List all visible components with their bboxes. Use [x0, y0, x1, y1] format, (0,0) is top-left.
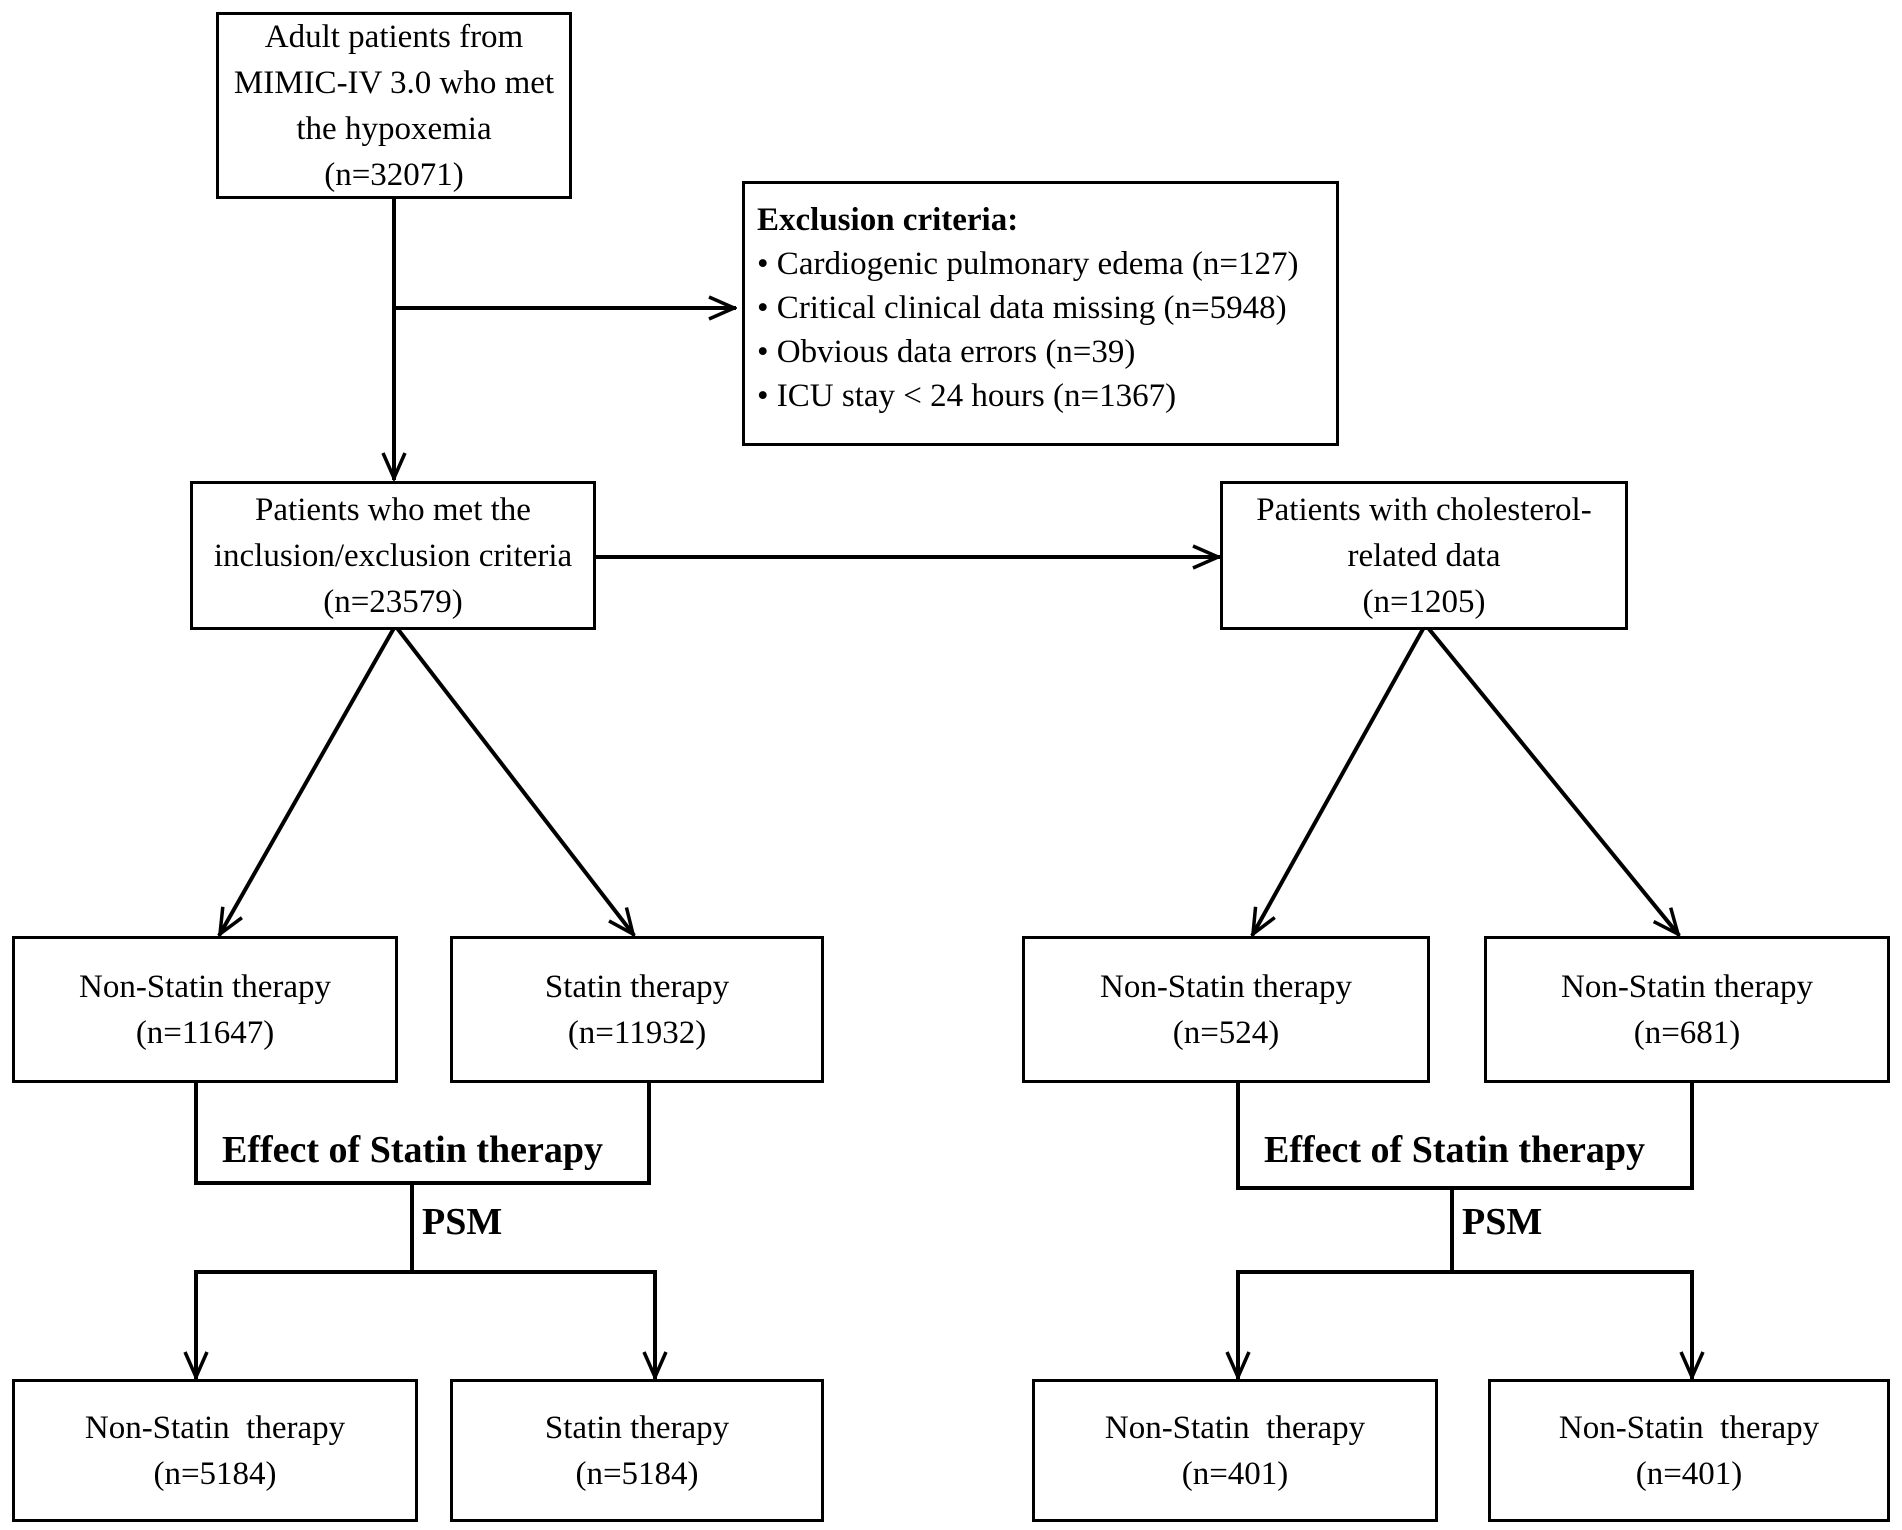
right-effect-label: Effect of Statin therapy — [1264, 1129, 1645, 1171]
box-count: (n=5184) — [153, 1455, 277, 1492]
exclusion-heading: Exclusion criteria: — [757, 202, 1019, 238]
source-line-3: the hypoxemia — [296, 110, 492, 147]
source-population-box: Adult patients from MIMIC-IV 3.0 who met… — [216, 12, 572, 199]
box-count: (n=5184) — [575, 1455, 699, 1492]
left-psm-non-statin-box: Non-Statin therapy (n=5184) — [12, 1379, 418, 1522]
left-statin-box: Statin therapy (n=11932) — [450, 936, 824, 1083]
source-line-2: MIMIC-IV 3.0 who met — [233, 64, 555, 101]
box-count: (n=681) — [1633, 1014, 1741, 1051]
exclusion-item: • ICU stay < 24 hours (n=1367) — [757, 378, 1177, 414]
included-to-non-statin-arrow — [217, 625, 397, 934]
right-psm-non-statin-a-box: Non-Statin therapy (n=401) — [1032, 1379, 1438, 1522]
cholesterol-line-1: Patients with cholesterol- — [1256, 491, 1592, 528]
included-line-2: inclusion/exclusion criteria — [213, 537, 573, 574]
cholesterol-to-non-statin-b-arrow — [1426, 626, 1681, 934]
box-label: Non-Statin therapy — [84, 1409, 346, 1446]
exclusion-item: • Cardiogenic pulmonary edema (n=127) — [757, 246, 1299, 282]
box-label: Non-Statin therapy — [1104, 1409, 1366, 1446]
box-label: Non-Statin therapy — [1099, 968, 1353, 1005]
left-non-statin-box: Non-Statin therapy (n=11647) — [12, 936, 398, 1083]
exclusion-criteria-box: Exclusion criteria: • Cardiogenic pulmon… — [742, 181, 1339, 446]
left-psm-label: PSM — [422, 1201, 503, 1243]
box-label: Non-Statin therapy — [1560, 968, 1814, 1005]
included-patients-box: Patients who met the inclusion/exclusion… — [190, 481, 596, 630]
box-count: (n=401) — [1635, 1455, 1743, 1492]
left-psm-statin-box: Statin therapy (n=5184) — [450, 1379, 824, 1522]
right-psm-label: PSM — [1462, 1201, 1543, 1243]
included-to-statin-arrow — [394, 625, 636, 934]
source-line-1: Adult patients from — [264, 18, 524, 55]
box-count: (n=401) — [1181, 1455, 1289, 1492]
box-count: (n=11932) — [567, 1014, 707, 1051]
cholesterol-patients-box: Patients with cholesterol- related data … — [1220, 481, 1628, 630]
exclusion-item: • Critical clinical data missing (n=5948… — [757, 290, 1287, 326]
exclusion-item: • Obvious data errors (n=39) — [757, 334, 1136, 370]
box-label: Non-Statin therapy — [78, 968, 332, 1005]
right-psm-non-statin-b-box: Non-Statin therapy (n=401) — [1488, 1379, 1890, 1522]
box-label: Statin therapy — [544, 1409, 730, 1446]
left-effect-label: Effect of Statin therapy — [222, 1129, 603, 1171]
box-count: (n=11647) — [135, 1014, 275, 1051]
cholesterol-count: (n=1205) — [1362, 583, 1486, 620]
right-non-statin-a-box: Non-Statin therapy (n=524) — [1022, 936, 1430, 1083]
included-count: (n=23579) — [323, 583, 463, 620]
cholesterol-line-2: related data — [1347, 537, 1501, 574]
right-effect-bracket — [1236, 1080, 1694, 1190]
included-line-1: Patients who met the — [255, 491, 531, 528]
box-label: Non-Statin therapy — [1558, 1409, 1820, 1446]
box-label: Statin therapy — [544, 968, 730, 1005]
source-count: (n=32071) — [324, 156, 464, 193]
cholesterol-to-non-statin-a-arrow — [1250, 626, 1426, 934]
left-effect-bracket — [194, 1080, 651, 1185]
right-non-statin-b-box: Non-Statin therapy (n=681) — [1484, 936, 1890, 1083]
box-count: (n=524) — [1172, 1014, 1280, 1051]
